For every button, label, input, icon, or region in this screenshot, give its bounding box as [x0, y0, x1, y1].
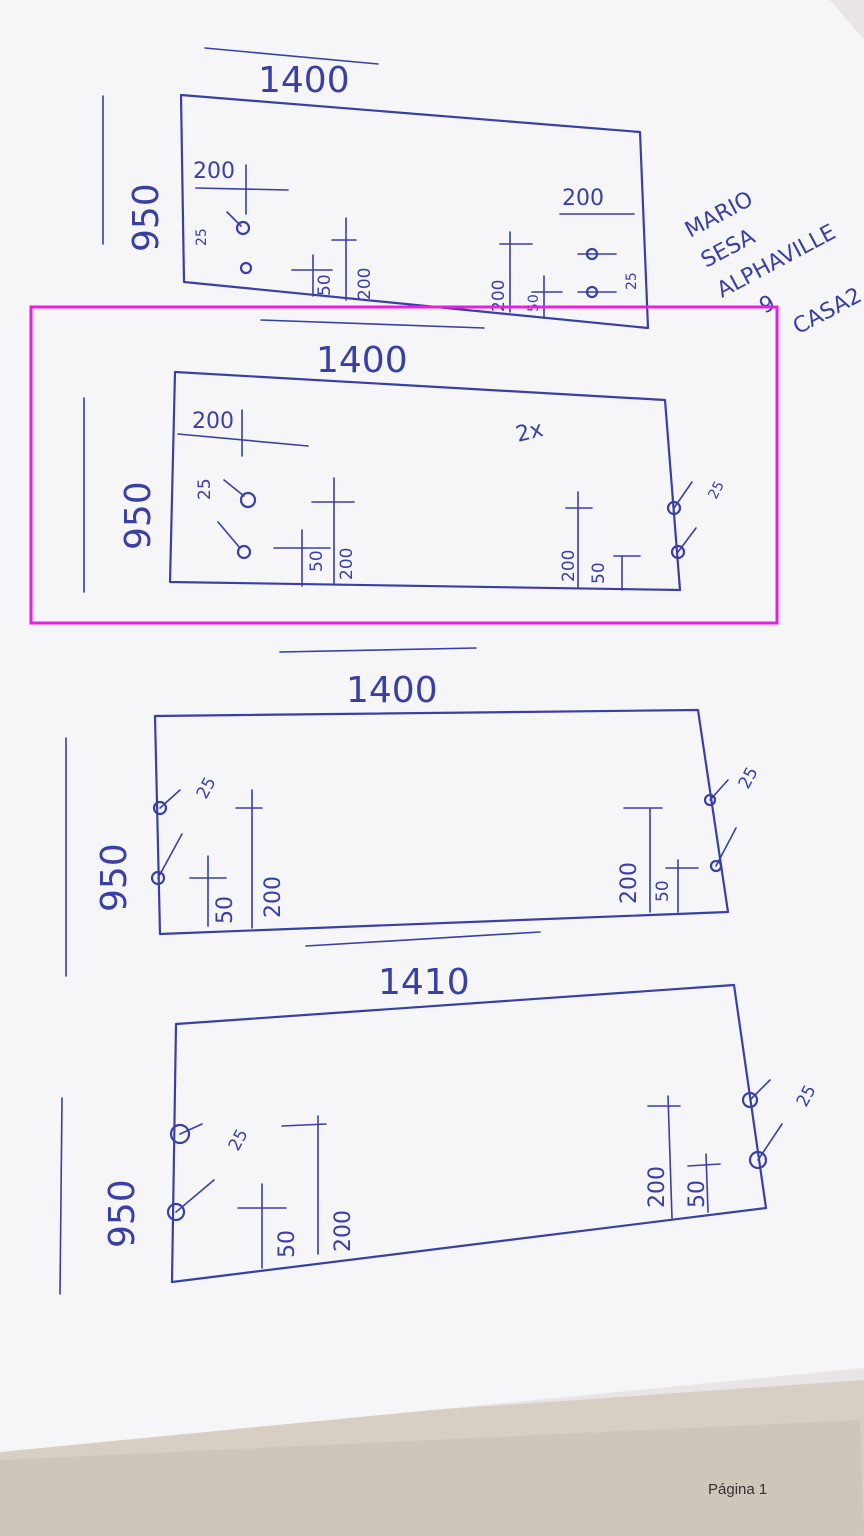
height-label: 950 — [94, 843, 135, 912]
height-label: 950 — [126, 183, 167, 252]
dimension-left-long: 200 — [261, 876, 286, 918]
hole-marker — [748, 1150, 768, 1170]
leader-line — [217, 521, 241, 549]
dimension-right-long: 200 — [645, 1166, 670, 1208]
panel-sketch-4: 1410 950 25 50 200 200 50 25 — [59, 931, 821, 1295]
panel-sketch-2: 1400 950 200 25 50 200 2x 200 50 25 — [29, 305, 779, 625]
width-dimension-line — [260, 319, 485, 329]
dimension-right-short: 50 — [526, 294, 542, 312]
hole-marker — [666, 500, 682, 516]
width-label: 1410 — [378, 962, 470, 1003]
width-label: 1400 — [346, 670, 438, 711]
dimension-right-edge: 25 — [624, 272, 640, 290]
height-label: 950 — [102, 1179, 143, 1248]
leader-line — [226, 211, 242, 227]
hole-marker — [236, 544, 252, 560]
dimension-left: 25 — [195, 478, 215, 500]
dimension-right-short: 50 — [589, 562, 609, 584]
dimension-top-left: 200 — [193, 159, 235, 184]
hole-marker — [741, 1091, 759, 1109]
hole-marker — [239, 261, 253, 275]
width-dimension-line — [279, 647, 477, 653]
hole-marker — [152, 800, 168, 816]
page-label: Página 1 — [708, 1481, 767, 1498]
leader-line — [179, 1123, 203, 1135]
leader-line — [677, 527, 697, 553]
dimension-line — [195, 187, 289, 191]
dimension-left-long: 200 — [337, 548, 357, 580]
paper-stack-lower — [0, 1420, 864, 1536]
leader-line — [157, 833, 183, 879]
panel-outline — [168, 370, 682, 592]
leader-line — [175, 1179, 215, 1213]
hole-marker — [703, 793, 717, 807]
dimension-right-edge: 25 — [705, 479, 727, 502]
leader-line — [673, 481, 693, 509]
dimension-right-short: 50 — [653, 880, 673, 902]
dimension-right-short: 50 — [685, 1180, 710, 1208]
dimension-top-left: 200 — [192, 409, 234, 434]
height-dimension-line — [59, 1097, 63, 1295]
leader-line — [159, 789, 181, 809]
dimension-left-long: 200 — [331, 1210, 356, 1252]
leader-line — [715, 827, 737, 867]
dimension-line — [177, 433, 309, 447]
leader-line — [749, 1079, 771, 1101]
leader-line — [757, 1123, 783, 1161]
hole-marker — [709, 859, 723, 873]
dimension-tick — [705, 1153, 709, 1213]
width-label: 1400 — [258, 60, 350, 101]
dimension-right-long: 200 — [559, 550, 579, 582]
hole-marker — [670, 544, 686, 560]
highlight-box — [29, 305, 779, 625]
hole-marker — [235, 220, 251, 236]
paper — [0, 0, 864, 1452]
dimension-right-top: 200 — [562, 186, 604, 211]
hole-marker — [150, 870, 166, 886]
dimension-right-long: 200 — [489, 280, 509, 312]
width-dimension-line — [204, 47, 379, 65]
dimension-tick — [667, 1095, 673, 1219]
leader-line — [709, 779, 729, 801]
dimension-left-short: 50 — [213, 896, 238, 924]
panel-outline — [153, 708, 730, 936]
panel-outline — [170, 983, 768, 1284]
dimension-left-short: 50 — [315, 274, 335, 296]
panel-sketch-1: 1400 950 200 25 50 200 200 200 50 25 — [102, 47, 650, 330]
dimension-left-short: 50 — [275, 1230, 300, 1258]
dimension-line — [687, 1163, 721, 1167]
hole-marker — [239, 491, 257, 509]
hole-marker — [169, 1123, 191, 1145]
dimension-right-long: 200 — [617, 862, 642, 904]
panel-outline — [179, 93, 650, 330]
width-dimension-line — [305, 931, 541, 947]
width-label: 1400 — [316, 340, 408, 381]
dimension-left-long: 200 — [355, 268, 375, 300]
hole-marker — [166, 1202, 186, 1222]
height-label: 950 — [118, 481, 159, 550]
dimension-left-short: 50 — [307, 550, 327, 572]
dimension-left: 25 — [194, 228, 210, 246]
leader-line — [223, 479, 245, 497]
